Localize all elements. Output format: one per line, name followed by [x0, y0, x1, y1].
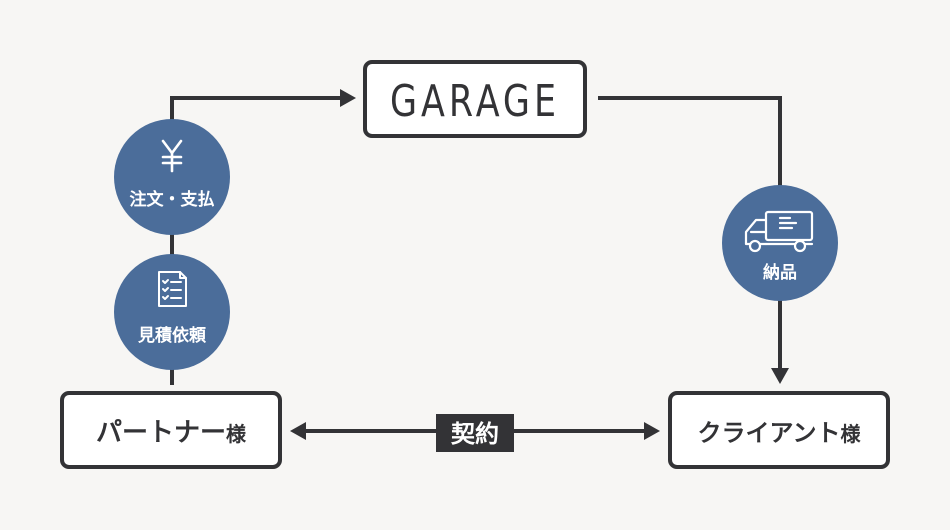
- svg-text:パートナー様: パートナー様: [96, 418, 247, 448]
- checklist-icon: [158, 271, 187, 307]
- client-node: クライアント様: [668, 391, 890, 469]
- garage-arrowhead: [340, 89, 356, 107]
- garage-node: GARAGE: [363, 60, 587, 138]
- partner-suffix: 様: [226, 422, 247, 446]
- contract-badge: 契約: [436, 414, 514, 452]
- partner-node: パートナー様: [60, 391, 282, 469]
- contract-left-arrowhead: [290, 422, 306, 440]
- truck-icon: [744, 210, 814, 253]
- client-name: クライアント: [697, 419, 840, 447]
- payment-step: 注文・支払: [114, 119, 230, 235]
- payment-label: 注文・支払: [130, 189, 215, 210]
- quote-request-step: 見積依頼: [114, 254, 230, 370]
- client-suffix: 様: [841, 422, 862, 446]
- svg-text:クライアント様: クライアント様: [697, 419, 861, 447]
- client-arrowhead: [771, 368, 789, 384]
- delivery-step: 納品: [722, 185, 838, 301]
- quote-request-label: 見積依頼: [137, 325, 207, 346]
- contract-right-arrowhead: [644, 422, 660, 440]
- partner-name: パートナー: [96, 418, 226, 448]
- garage-logo-text: GARAGE: [390, 76, 560, 127]
- contract-label: 契約: [451, 420, 499, 448]
- delivery-label: 納品: [763, 262, 797, 283]
- yen-icon: [161, 139, 183, 173]
